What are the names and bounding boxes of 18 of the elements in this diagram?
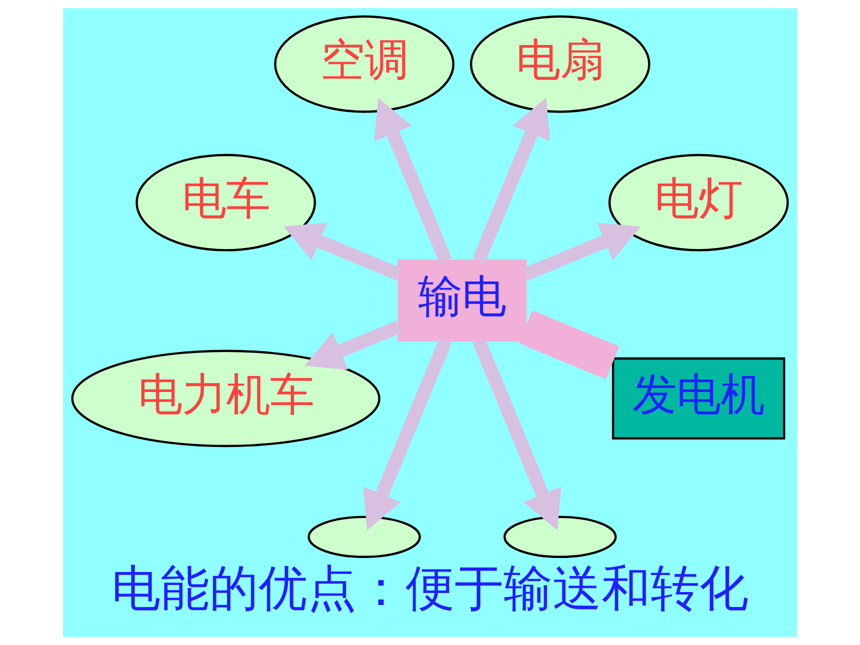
- arrow: [523, 222, 641, 280]
- arrow: [304, 320, 402, 370]
- node-ellipse: [308, 516, 421, 558]
- node-ellipse: 电力机车: [71, 350, 380, 448]
- node-ellipse: 空调: [274, 15, 454, 113]
- node-ellipse: 电灯: [608, 154, 789, 252]
- node-box: 输电: [398, 259, 527, 342]
- node-ellipse: [503, 516, 617, 558]
- arrow: [363, 338, 452, 530]
- arrow: [374, 98, 452, 263]
- caption: 电能的优点：便于输送和转化: [112, 560, 748, 617]
- node-ellipse: 电车: [136, 154, 316, 252]
- node-ellipse: 电扇: [470, 15, 650, 113]
- arrow: [472, 98, 550, 263]
- node-box: 发电机: [612, 357, 786, 440]
- arrow: [472, 338, 562, 530]
- connector: [518, 310, 620, 380]
- arrow: [284, 222, 402, 280]
